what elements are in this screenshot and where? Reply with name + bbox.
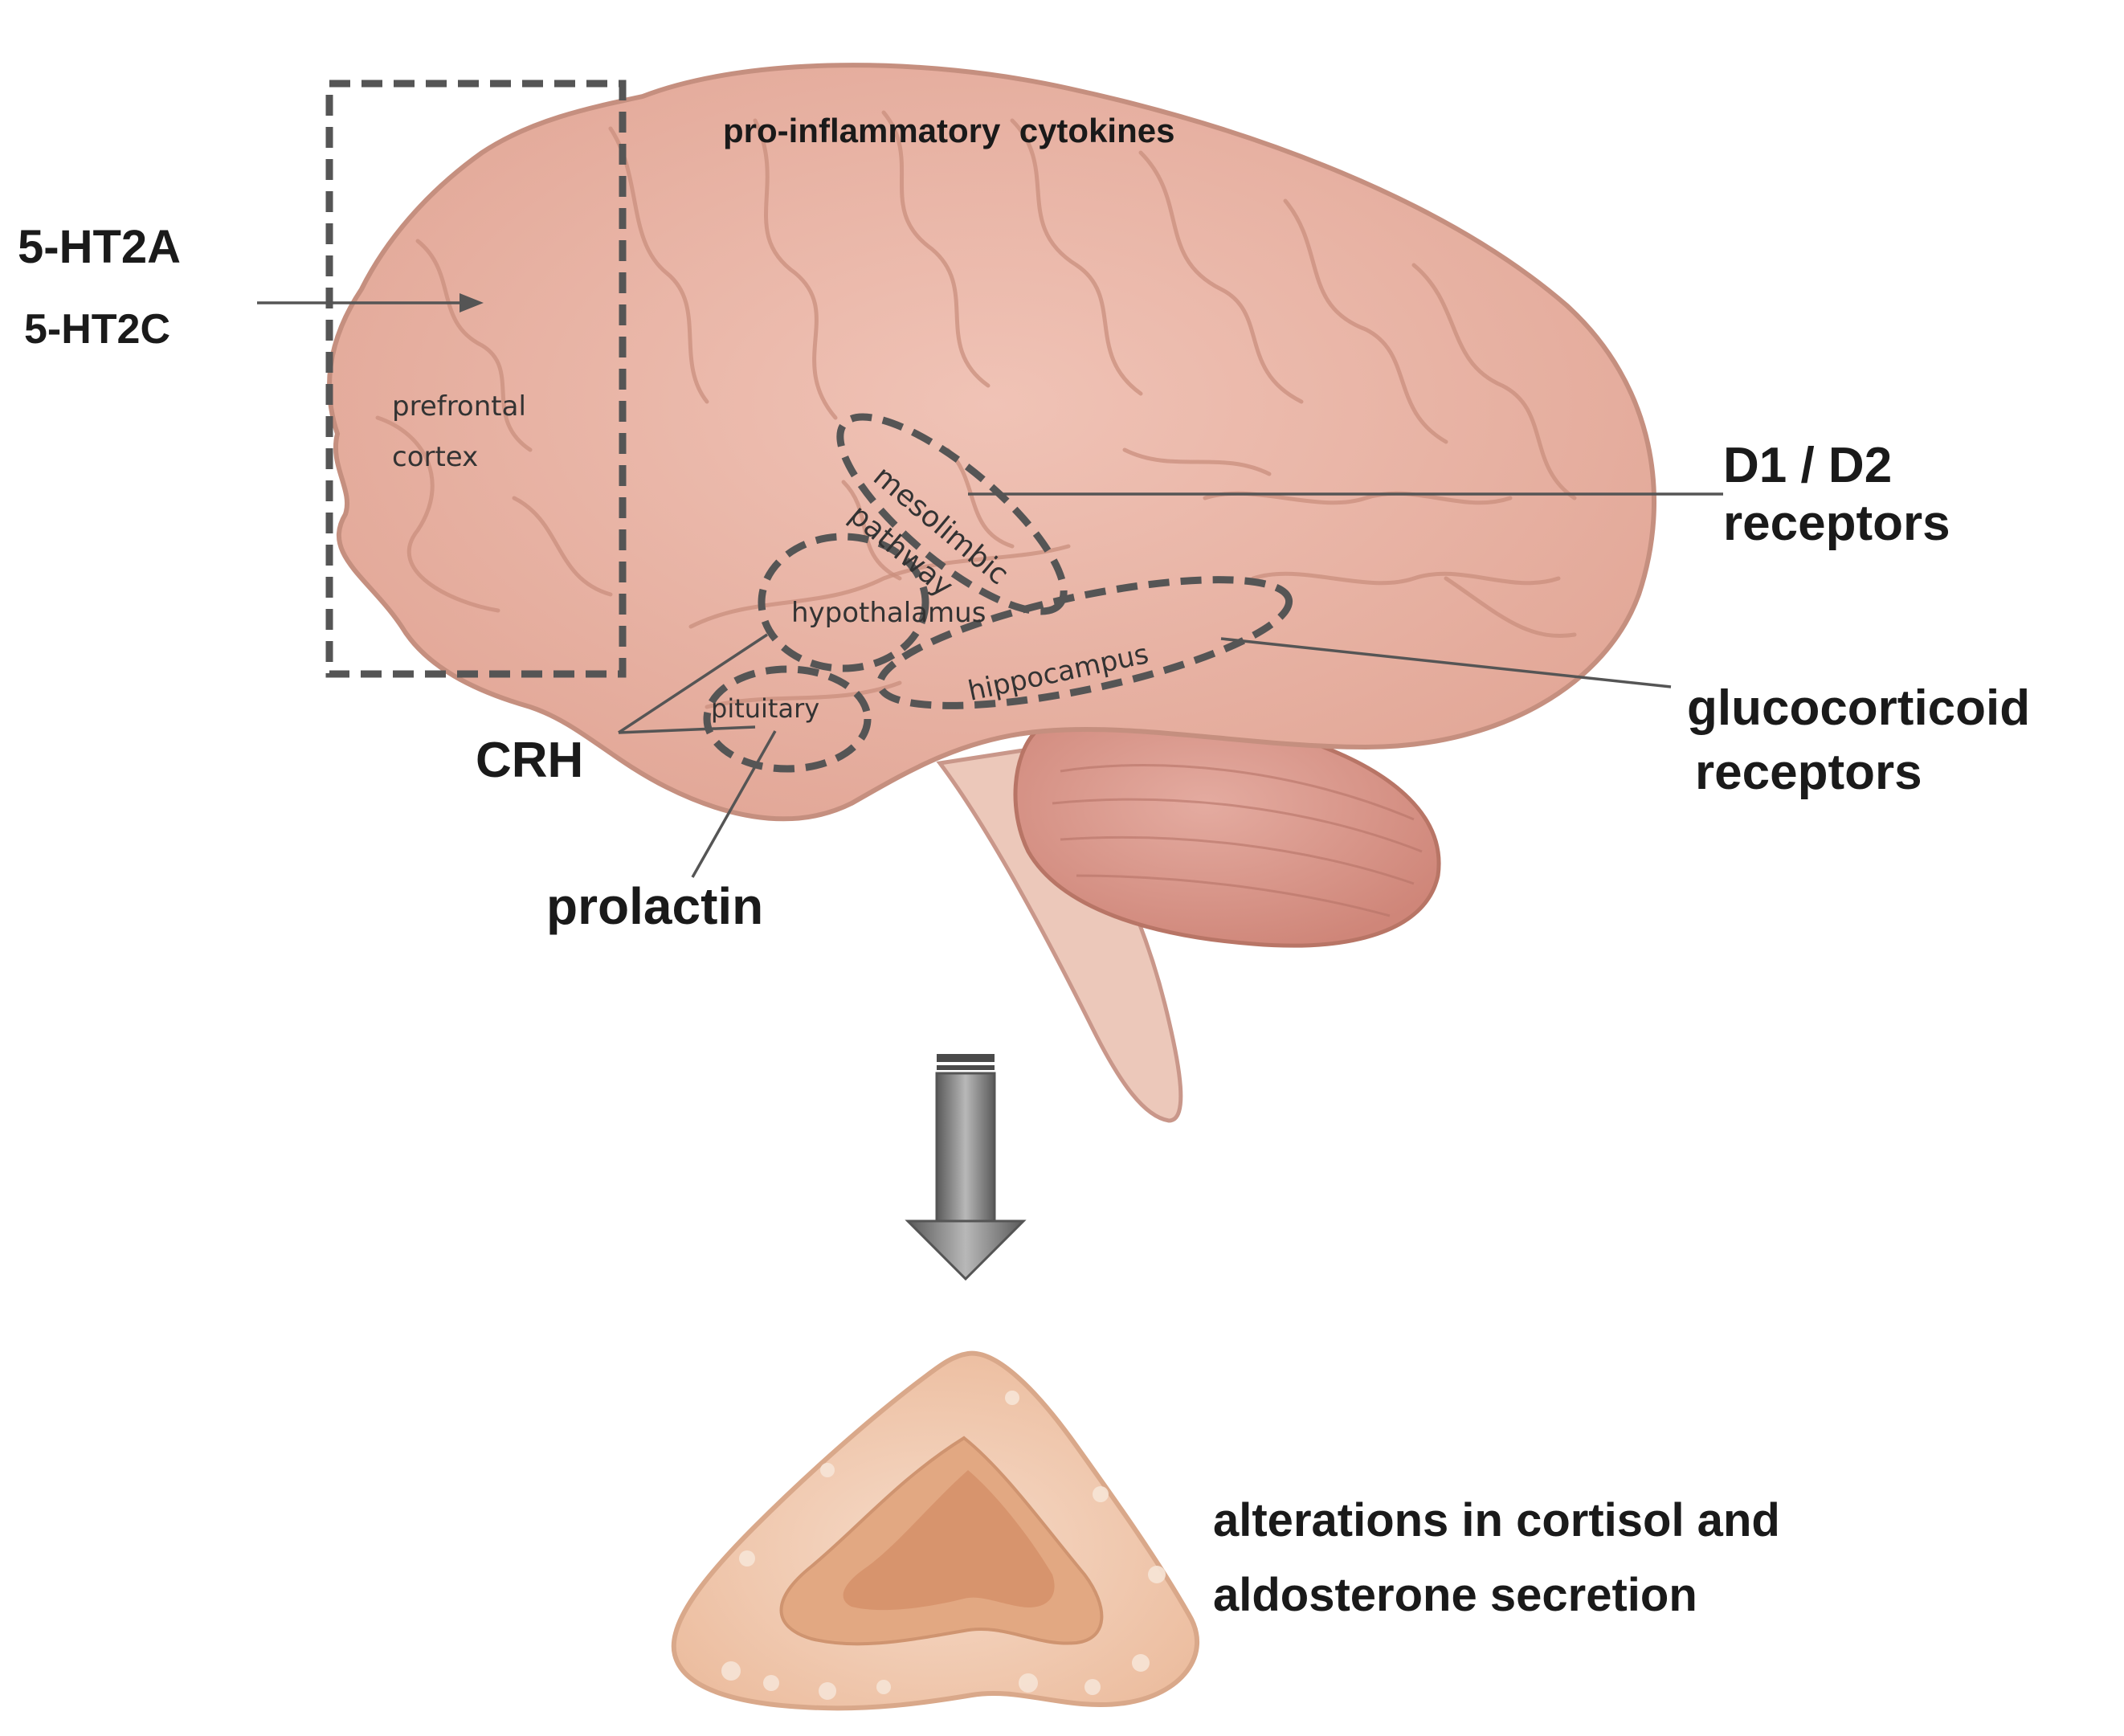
adrenal-effect-label-1: alterations in cortisol and (1213, 1494, 1780, 1546)
cerebellum-folia (1052, 764, 1423, 917)
mesolimbic-ellipse (836, 413, 1068, 615)
crh-label: CRH (476, 733, 583, 788)
hippocampus-ellipse (876, 576, 1293, 709)
arrowhead-icon (460, 293, 484, 312)
glucocorticoid-receptors-label: receptors (1695, 745, 1922, 800)
glucocorticoid-label: glucocorticoid (1687, 680, 2030, 736)
hypothalamus-ellipse (758, 533, 929, 672)
d1d2-label: D1 / D2 (1723, 438, 1892, 493)
ht2c-label: 5-HT2C (24, 306, 170, 353)
down-arrow-icon (905, 1054, 1027, 1281)
prolactin-label: prolactin (546, 877, 763, 935)
prefrontal-label-2: cortex (392, 441, 478, 473)
brain-gyri (375, 110, 1577, 709)
leader-lines (257, 293, 1723, 878)
adrenal-gland (671, 1350, 1200, 1711)
d1d2-receptors-label: receptors (1723, 496, 1950, 551)
pituitary-label: pituitary (711, 693, 819, 724)
pituitary-ellipse (703, 665, 872, 773)
ht2a-label: 5-HT2A (18, 221, 181, 273)
cytokines-label: pro-inflammatory cytokines (723, 112, 1174, 149)
prefrontal-box (325, 80, 627, 678)
adrenal-effect-label-2: aldosterone secretion (1213, 1569, 1697, 1621)
hypothalamus-label: hypothalamus (791, 597, 986, 629)
prefrontal-label-1: prefrontal (392, 390, 526, 423)
